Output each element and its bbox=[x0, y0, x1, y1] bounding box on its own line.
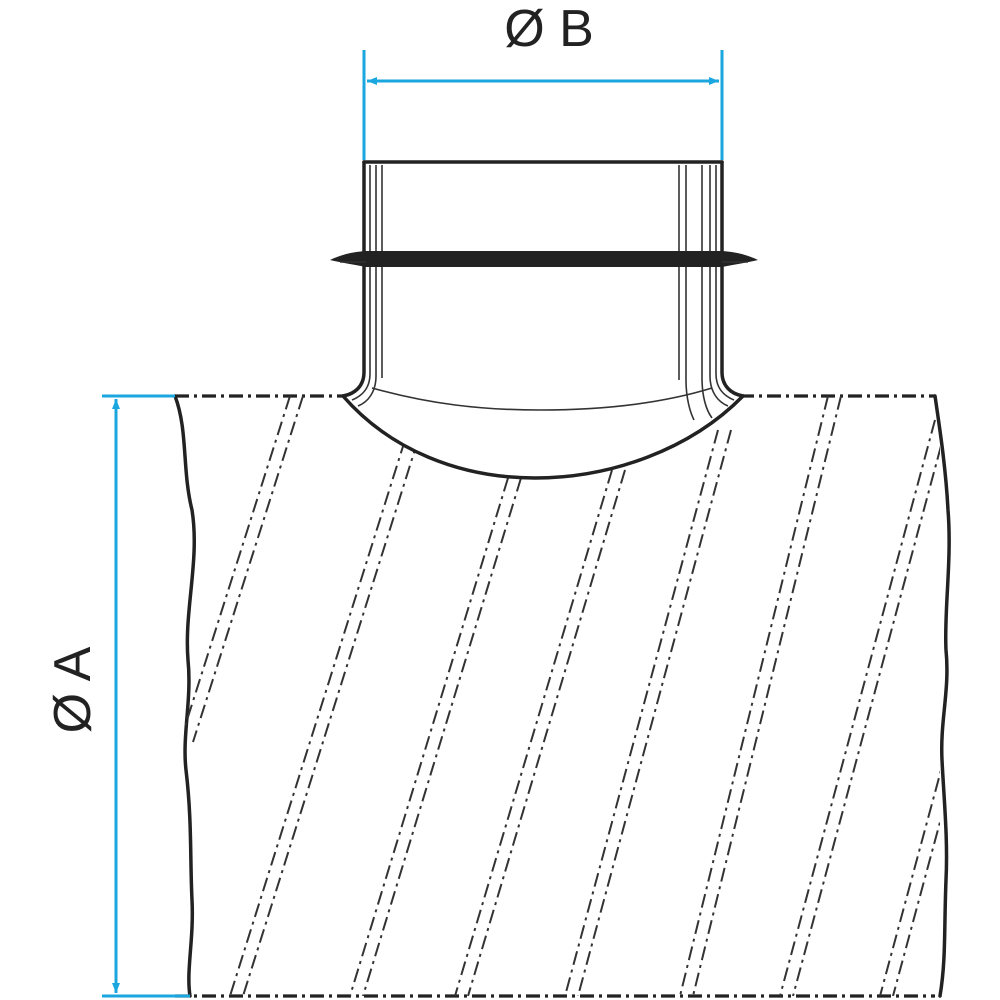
spiral-seam bbox=[564, 429, 719, 996]
spiral-seam bbox=[349, 477, 509, 996]
spiral-seam bbox=[679, 396, 829, 996]
spiral-seam bbox=[879, 770, 940, 996]
spiral-seam bbox=[892, 818, 940, 996]
spiral-seam bbox=[185, 396, 291, 730]
spiral-seam bbox=[229, 439, 406, 996]
main-duct-right-break bbox=[933, 394, 951, 998]
saddle-fill bbox=[343, 370, 743, 478]
spiral-seam bbox=[454, 469, 613, 996]
saddle-back-curve bbox=[371, 387, 713, 411]
branch-outlet bbox=[330, 160, 758, 480]
spiral-seams bbox=[185, 396, 940, 996]
dimension-a-label: Ø A bbox=[44, 646, 102, 733]
outlet-edge-shading bbox=[351, 165, 735, 421]
spiral-seam bbox=[192, 396, 304, 743]
main-duct bbox=[173, 394, 951, 998]
gasket-ring bbox=[330, 251, 758, 267]
outlet-right-wall bbox=[720, 160, 745, 398]
dimension-a: Ø A bbox=[44, 394, 190, 998]
spiral-seam bbox=[362, 477, 522, 996]
spiral-seam bbox=[577, 429, 732, 996]
main-duct-left-break bbox=[173, 394, 196, 998]
outlet-left-wall bbox=[341, 160, 366, 398]
saddle-front-curve bbox=[341, 394, 745, 480]
spiral-seam bbox=[692, 396, 842, 996]
spiral-seam bbox=[779, 419, 936, 996]
spiral-seam bbox=[467, 469, 626, 996]
dimension-b: Ø B bbox=[362, 0, 724, 160]
spiral-seam bbox=[792, 445, 940, 996]
dimension-b-label: Ø B bbox=[504, 0, 594, 58]
spiral-seam bbox=[242, 439, 419, 996]
